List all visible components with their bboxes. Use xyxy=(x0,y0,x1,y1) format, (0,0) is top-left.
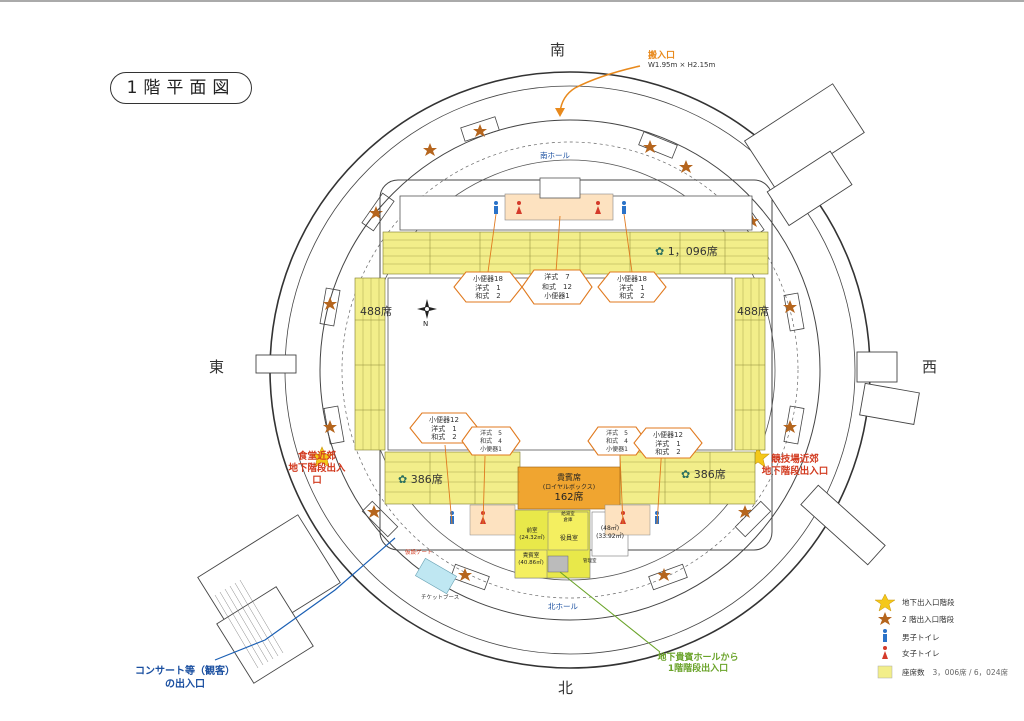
small-rooms-label: 給湯室倉庫 xyxy=(561,512,575,523)
vip-count: 162席 xyxy=(554,492,584,503)
concert-exit-label: コンサート等（観客）の出入口 xyxy=(135,666,235,690)
seat-count-north-west: ✿ 386席 xyxy=(681,468,726,481)
gold-star-icon xyxy=(874,593,896,612)
seat-icon: ✿ xyxy=(681,468,691,481)
south-seats xyxy=(382,231,769,275)
vip-sub: (ロイヤルボックス) xyxy=(542,484,596,491)
stair-2f-star xyxy=(473,124,487,137)
vip-title: 貴賓席 xyxy=(557,473,581,482)
legend-item-2f: 2 階出入口階段 xyxy=(902,615,955,624)
ticket-booth-label: チケットブース xyxy=(421,595,460,601)
compass-rose xyxy=(417,299,437,319)
toilet-info-south-right xyxy=(597,271,667,303)
toilet-info-north-right-men xyxy=(633,427,703,459)
toilet-info-south-center xyxy=(521,269,593,305)
north-east-seats xyxy=(384,451,521,505)
male-icon xyxy=(883,629,887,642)
seat-count-east: 488席 xyxy=(360,305,392,318)
seat-icon: ✿ xyxy=(398,473,408,486)
direction-north: 北 xyxy=(558,679,574,697)
north-hall-label: 北ホール xyxy=(548,602,578,611)
male-toilet-icon xyxy=(494,201,498,214)
barrier-label: 仮設ゲート xyxy=(405,550,433,556)
direction-west: 西 xyxy=(922,358,938,376)
vip-seats xyxy=(517,466,621,510)
toilet-info-south-left xyxy=(453,271,523,303)
entrance-label: 搬入口 xyxy=(648,51,676,61)
toilet-info-north-left-women xyxy=(461,426,521,456)
female-icon xyxy=(882,646,888,659)
gym-exit-label: 競技場近郊地下階段出入口 xyxy=(761,454,829,477)
seat-count-south: ✿ 1，096席 xyxy=(655,245,718,258)
toilet-info-north-right-women xyxy=(587,426,647,456)
underground-exit-star xyxy=(310,446,334,468)
seat-count-west: 488席 xyxy=(737,305,769,318)
management-room-label: 管理室 xyxy=(583,559,597,564)
direction-south: 南 xyxy=(550,41,566,59)
legend-item-underground: 地下出入口階段 xyxy=(902,598,955,607)
other-room-label: (48㎡)(33.92㎡) xyxy=(596,525,624,540)
south-hall-label: 南ホール xyxy=(540,151,570,160)
brown-star-icon xyxy=(878,612,892,625)
entrance-size: W1.95m × H2.15m xyxy=(648,61,716,69)
compass-north-label: N xyxy=(423,320,429,328)
vip-room-label: 貴賓室(40.86㎡) xyxy=(518,553,544,566)
legend-item-women: 女子トイレ xyxy=(902,649,940,658)
dining-exit-label: 食堂近郊地下階段出入口 xyxy=(288,451,346,486)
east-seats xyxy=(354,277,386,451)
female-toilet-icon xyxy=(516,201,522,214)
entrance-arrow xyxy=(559,65,641,113)
west-seats xyxy=(734,277,766,451)
seat-count-north-east: ✿ 386席 xyxy=(398,473,443,486)
vip-seat-label: 貴賓席 (ロイヤルボックス) 162席 xyxy=(518,473,620,503)
north-west-seats xyxy=(619,451,756,505)
anteroom-label: 前室(24.32㎡) xyxy=(519,528,545,541)
seat-icon: ✿ xyxy=(655,245,665,258)
direction-east: 東 xyxy=(209,358,225,376)
legend-item-men: 男子トイレ xyxy=(902,633,940,642)
officer-room-label: 役員室 xyxy=(559,535,578,542)
page-title: 1階平面図 xyxy=(110,72,252,104)
seat-icon xyxy=(877,665,893,679)
